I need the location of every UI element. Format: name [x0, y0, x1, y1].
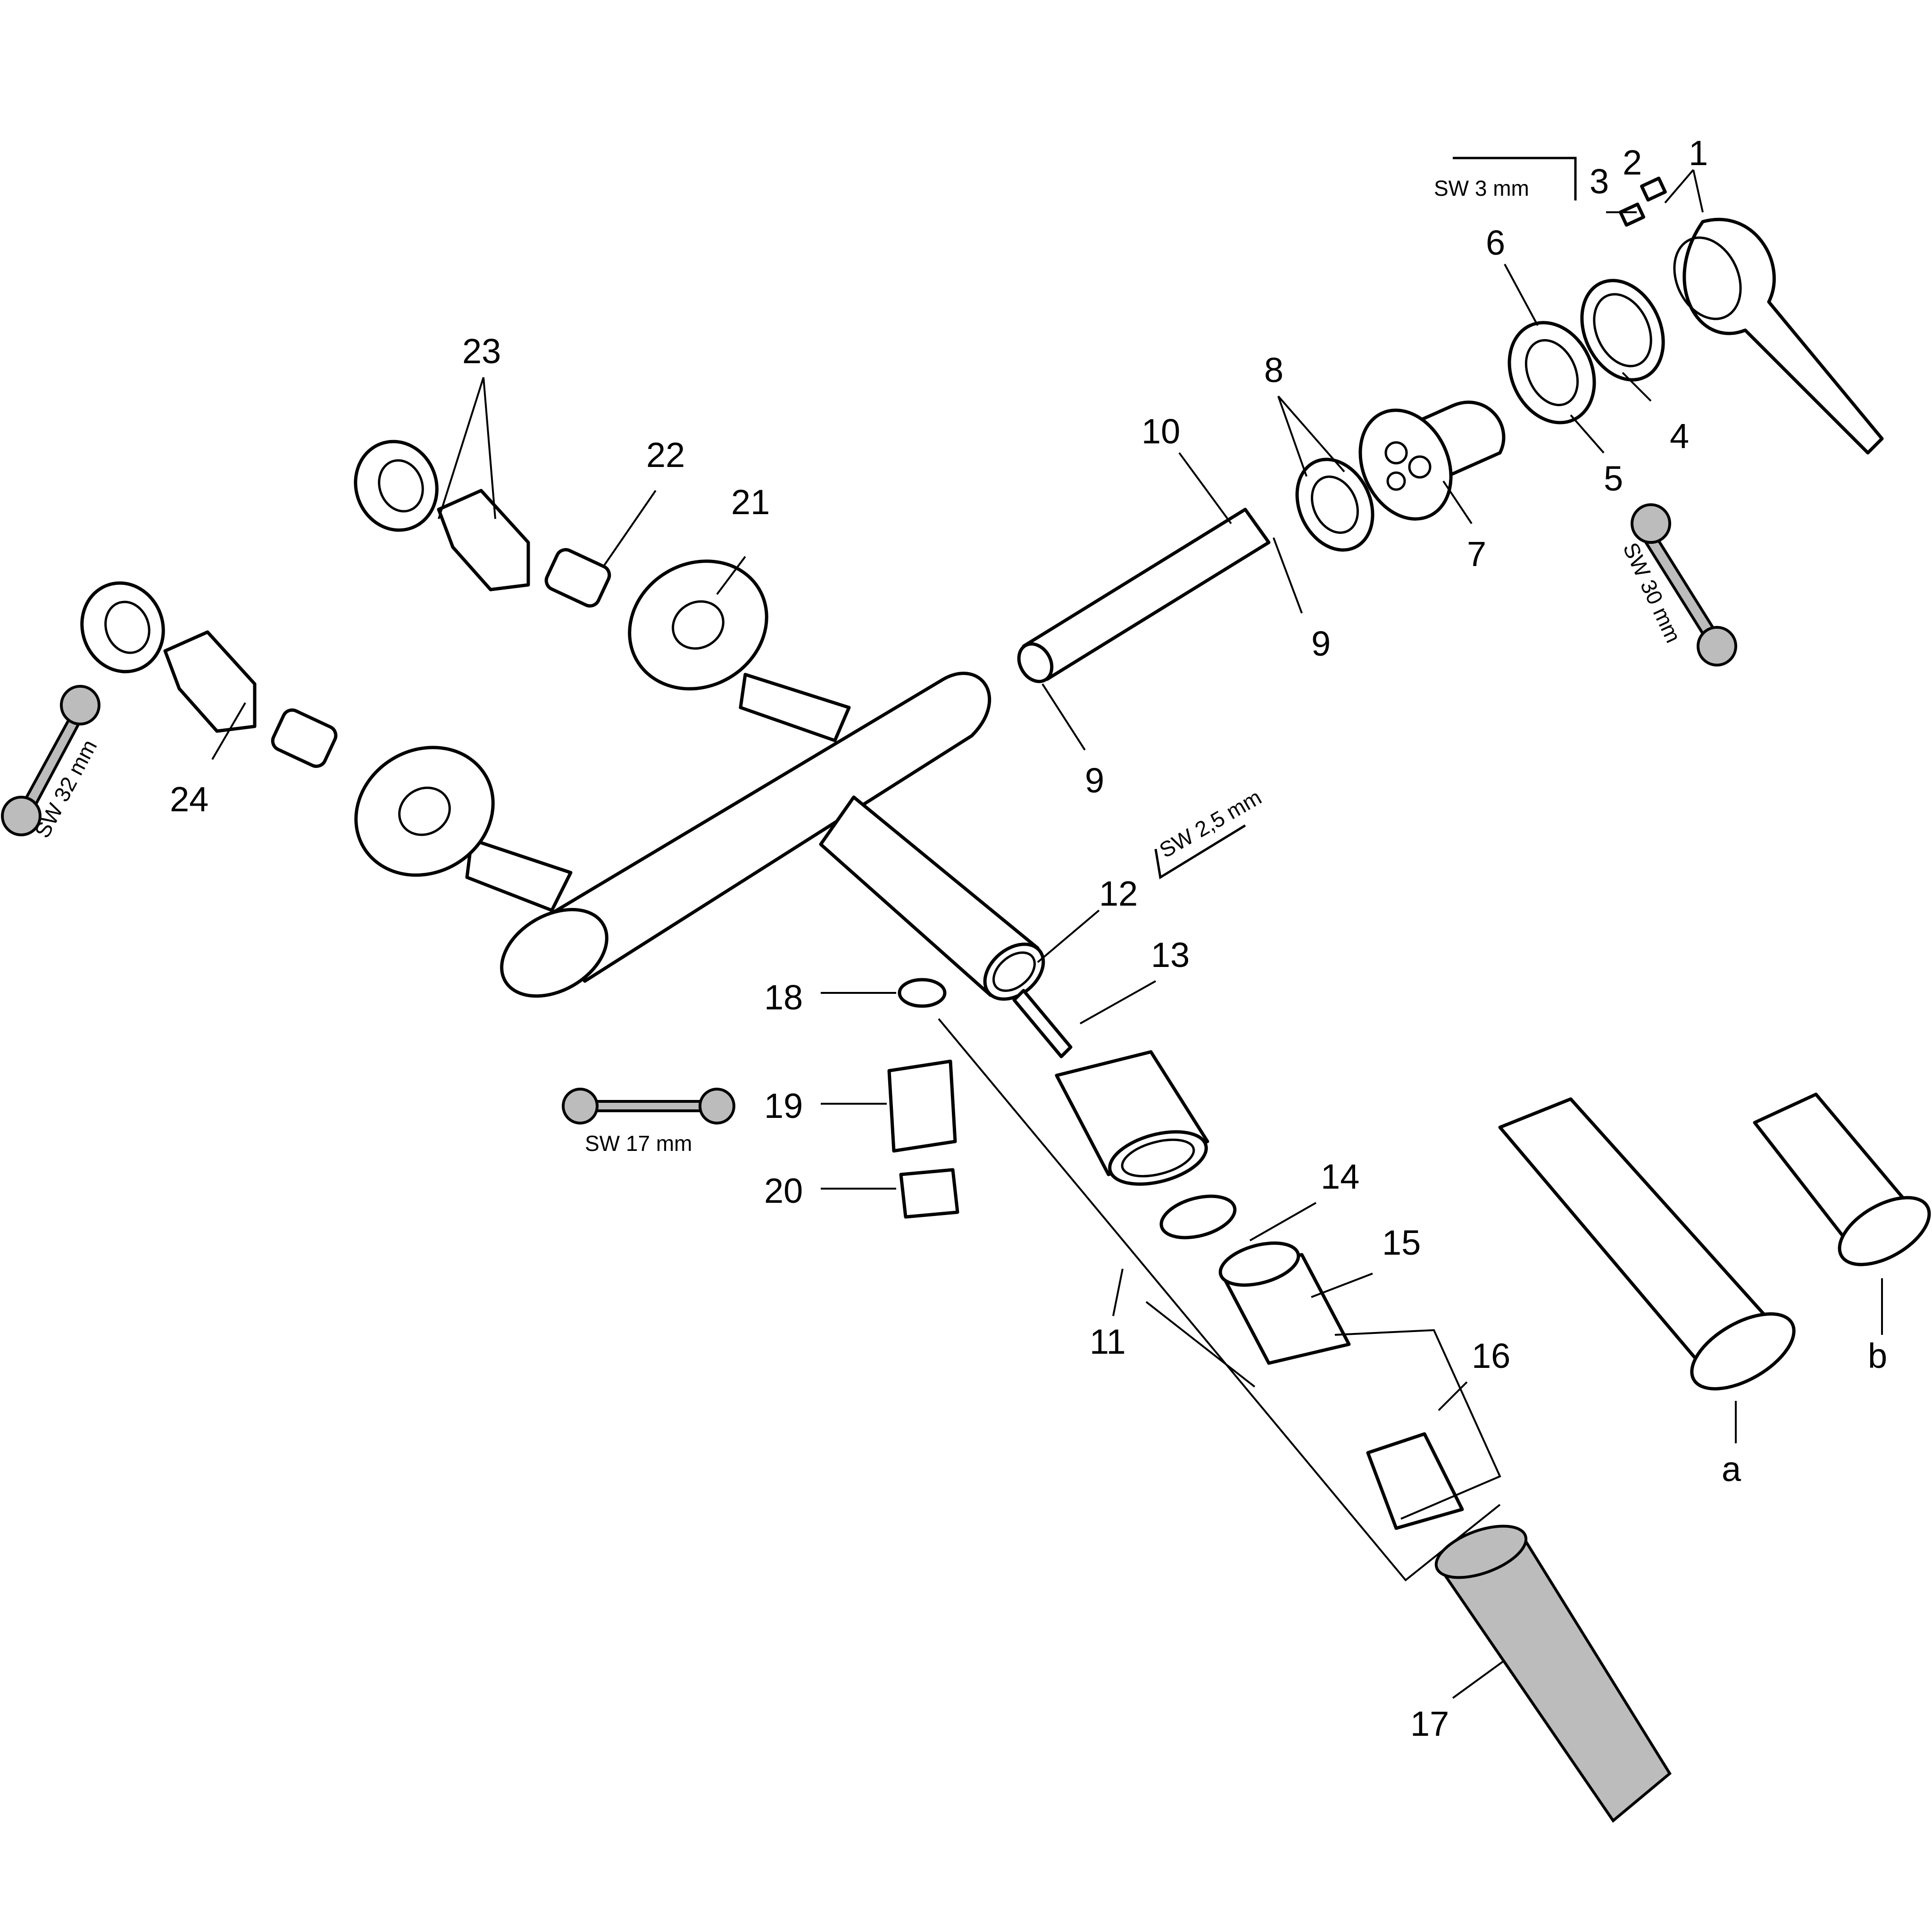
callout-9-upper: 9 [1311, 624, 1331, 663]
callout-19: 19 [764, 1086, 803, 1125]
spout-variant-a [1498, 1097, 1796, 1391]
callout-13: 13 [1151, 935, 1190, 974]
mixer-body [465, 672, 1045, 1001]
callout-12: 12 [1099, 874, 1138, 913]
aerator-body-19 [887, 1059, 957, 1153]
cartridge-7 [1358, 400, 1506, 521]
spindle-13 [1012, 989, 1073, 1058]
bracket-11 [938, 1018, 1501, 1582]
check-valve-22-upper [544, 548, 611, 608]
callout-18: 18 [764, 978, 803, 1017]
callout-1: 1 [1689, 133, 1708, 173]
callout-24: 24 [170, 780, 208, 819]
callout-labels: 1 2 3 6 4 5 7 8 10 9 9 12 13 14 15 16 11… [170, 133, 1887, 1743]
callout-16: 16 [1472, 1336, 1510, 1375]
label-sw-3mm: SW 3 mm [1434, 176, 1529, 200]
callout-10: 10 [1141, 412, 1180, 451]
callout-15: 15 [1382, 1223, 1421, 1262]
check-valve-22-lower [271, 708, 338, 768]
callout-11: 11 [1090, 1322, 1126, 1361]
callout-5: 5 [1604, 459, 1623, 498]
callout-7: 7 [1467, 534, 1486, 574]
callout-21: 21 [731, 483, 770, 522]
housing-12 [1055, 1050, 1209, 1186]
diverter-16 [1334, 1329, 1501, 1530]
s-union-24 [80, 581, 257, 733]
label-sw-2-5mm: SW 2,5 mm [1155, 785, 1266, 863]
callout-a: a [1722, 1449, 1741, 1489]
callout-23: 23 [462, 332, 501, 371]
piston-15 [1218, 1241, 1351, 1365]
removal-tool-17 [1434, 1524, 1672, 1823]
spring-14 [1159, 1194, 1237, 1240]
callout-6: 6 [1486, 223, 1505, 262]
spout-variant-b [1753, 1092, 1931, 1266]
callout-2: 2 [1623, 143, 1642, 182]
lever-handle-1 [1673, 217, 1884, 455]
callout-14: 14 [1321, 1157, 1359, 1196]
callout-b: b [1868, 1336, 1887, 1375]
callout-9-lower: 9 [1085, 761, 1104, 800]
wrench-32mm-icon [1, 685, 100, 836]
o-ring-18 [898, 978, 947, 1008]
cover-cap-3 [1619, 202, 1645, 227]
wrench-30mm-icon [1631, 503, 1737, 666]
leader-lines [211, 169, 1883, 1699]
aerator-insert-20 [899, 1168, 959, 1219]
extension-shaft-10 [1017, 508, 1271, 683]
callout-22: 22 [646, 435, 685, 475]
callout-4: 4 [1670, 416, 1689, 456]
seal-ring-8 [1295, 458, 1374, 552]
callout-8: 8 [1264, 350, 1283, 390]
label-sw-17mm: SW 17 mm [585, 1131, 692, 1156]
callout-20: 20 [764, 1171, 803, 1210]
escutcheon-ring-21-lower [354, 746, 495, 877]
hex-key-2-5mm-icon [1154, 824, 1246, 880]
sleeve-4 [1580, 279, 1665, 382]
hex-key-3mm-icon [1453, 157, 1577, 200]
set-screw-2 [1640, 176, 1667, 202]
callout-17: 17 [1410, 1704, 1449, 1743]
wrench-17mm-icon [562, 1088, 735, 1124]
tool-labels: SW 3 mm SW 30 mm SW 32 mm SW 2,5 mm SW 1… [30, 176, 1686, 1156]
s-union-23 [354, 440, 530, 591]
escutcheon-ring-21-upper [628, 559, 768, 691]
callout-3: 3 [1590, 162, 1609, 201]
